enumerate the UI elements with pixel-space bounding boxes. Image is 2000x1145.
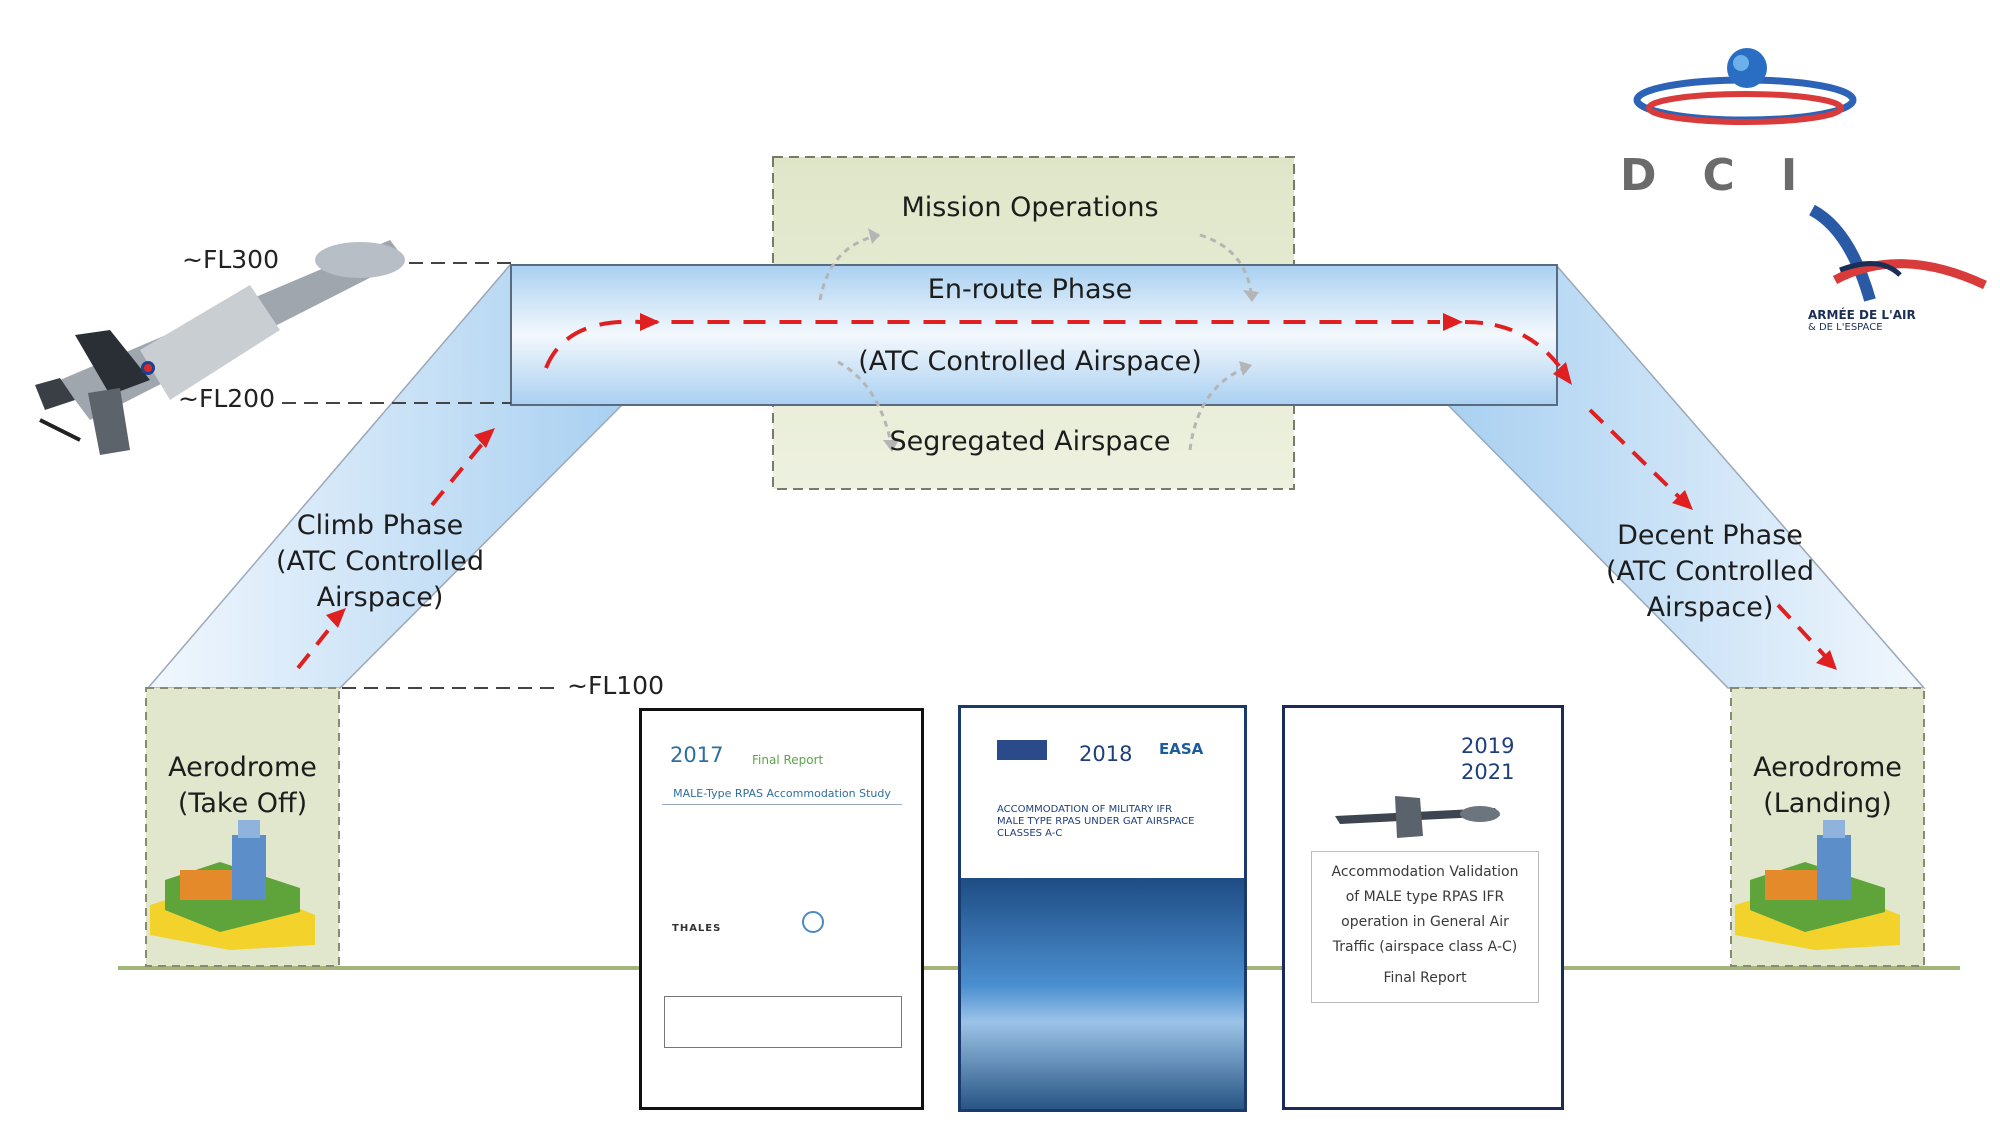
enroute-airspace-label: (ATC Controlled Airspace) <box>858 346 1202 377</box>
descent-phase-label: Decent Phase <box>1617 520 1803 551</box>
easa-logo: EASA <box>1159 740 1204 758</box>
aerodrome-takeoff-sub: (Take Off) <box>177 788 308 819</box>
mission-operations-label: Mission Operations <box>901 192 1159 223</box>
descent-phase-sub1: (ATC Controlled <box>1605 556 1815 587</box>
mission-arrow-down <box>1199 233 1254 301</box>
report-2018-cover: 2018 EASA ACCOMMODATION OF MILITARY IFR … <box>958 705 1247 1112</box>
aerodrome-takeoff-illustration <box>150 820 315 950</box>
segregated-arrowhead-up <box>1239 361 1252 376</box>
report-2019-2021-cover: 2019 2021 Accommodation Validation of MA… <box>1282 705 1564 1110</box>
report-2017-title: MALE-Type RPAS Accommodation Study <box>662 787 902 805</box>
report-2019-year: 2019 <box>1461 734 1515 758</box>
aerodrome-landing-label: Aerodrome <box>1753 752 1902 783</box>
climb-phase-sub1: (ATC Controlled <box>275 546 485 577</box>
report-2019-title-box: Accommodation Validation of MALE type RP… <box>1311 851 1539 1003</box>
report-2019-title-line3: operation in General Air <box>1341 914 1509 930</box>
aerodrome-landing-illustration <box>1735 820 1900 950</box>
segregated-arrow-up <box>1188 364 1251 451</box>
report-2017-cover: 2017 Final Report MALE-Type RPAS Accommo… <box>639 708 924 1110</box>
nlr-logo-icon <box>802 911 824 933</box>
aerodrome-landing-sub: (Landing) <box>1763 788 1892 819</box>
thales-logo: THALES <box>672 923 722 934</box>
report-2019-subtitle: Final Report <box>1383 970 1467 986</box>
mission-arrow-up <box>818 233 881 301</box>
report-2019-title-line2: of MALE type RPAS IFR <box>1345 889 1505 905</box>
mission-arrowhead-up <box>868 228 880 244</box>
armee-logo-line1: ARMÉE DE L'AIR <box>1808 308 1916 322</box>
segregated-airspace-label: Segregated Airspace <box>889 426 1171 457</box>
segregated-arrowhead-down <box>883 440 899 452</box>
report-2018-title-line1: ACCOMMODATION OF MILITARY IFR <box>997 804 1173 815</box>
climb-phase-sub2: Airspace) <box>316 582 444 613</box>
report-2019-drone-icon <box>1335 796 1500 838</box>
report-2021-year: 2021 <box>1461 760 1515 784</box>
report-2017-summary-box <box>664 996 902 1048</box>
dci-logo-text: DCI <box>1620 150 1844 201</box>
mission-arrowhead-down <box>1243 290 1259 302</box>
report-2019-title-line4: Traffic (airspace class A-C) <box>1332 939 1518 955</box>
report-2018-year: 2018 <box>1079 742 1133 766</box>
armee-logo-line2: & DE L'ESPACE <box>1808 322 1883 333</box>
report-2018-title: ACCOMMODATION OF MILITARY IFR MALE TYPE … <box>997 804 1237 840</box>
eda-logo-icon <box>997 740 1047 760</box>
report-2017-year: 2017 <box>670 743 724 767</box>
fl300-label: ~FL300 <box>182 245 279 274</box>
dci-logo <box>1633 48 1857 125</box>
segregated-arrow-down <box>837 360 894 449</box>
fl100-label: ~FL100 <box>567 671 664 700</box>
armee-logo <box>1808 204 1987 302</box>
enroute-phase-label: En-route Phase <box>927 274 1133 305</box>
report-2018-title-line2: MALE TYPE RPAS UNDER GAT AIRSPACE <box>997 816 1195 827</box>
climb-phase-label: Climb Phase <box>296 510 464 541</box>
report-2019-title-line1: Accommodation Validation <box>1331 864 1519 880</box>
report-2018-title-line3: CLASSES A-C <box>997 828 1063 839</box>
flight-route <box>296 313 1837 670</box>
report-2017-heading: Final Report <box>752 753 824 767</box>
aerodrome-takeoff-label: Aerodrome <box>168 752 317 783</box>
enroute-phase-band <box>510 264 1558 406</box>
descent-phase-sub2: Airspace) <box>1646 592 1774 623</box>
report-2018-aircraft-image <box>961 878 1244 1109</box>
fl200-label: ~FL200 <box>178 384 275 413</box>
drone-illustration <box>35 240 405 455</box>
report-2019-title: Accommodation Validation of MALE type RP… <box>1312 852 1538 991</box>
